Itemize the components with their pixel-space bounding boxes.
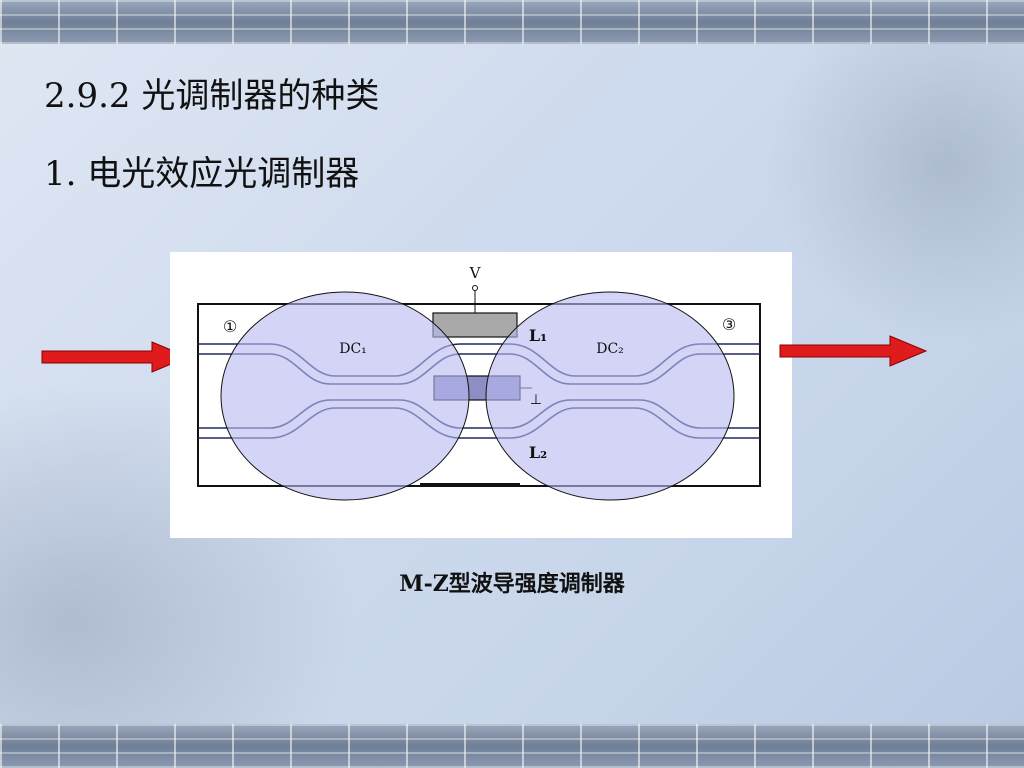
voltage-label: V [469,264,482,282]
top-border-band [0,0,1024,44]
output-arrow-icon [779,335,928,367]
figure-caption: M-Z型波导强度调制器 [399,571,625,597]
input-arrow-icon [41,341,190,373]
mz-modulator-diagram: V ① ③ DC₁ DC₂ L₁ L₂ ⊥ [170,252,792,538]
background-wall-decoration [764,44,1024,344]
coupler-dc1-label: DC₁ [339,341,367,357]
bottom-border-band [0,724,1024,768]
arm-l2-label: L₂ [529,443,547,462]
coupler-dc2-label: DC₂ [596,341,624,357]
diagram-canvas: V ① ③ DC₁ DC₂ L₁ L₂ ⊥ [197,264,761,501]
coupler-dc1 [220,291,470,501]
arm-l1-label: L₁ [529,326,547,345]
top-electrode [432,312,518,338]
output-port-label: ③ [722,315,736,334]
input-port-label: ① [223,317,237,336]
ground-symbol-icon: ⊥ [530,392,542,408]
coupler-dc2 [485,291,735,501]
voltage-terminal-icon [472,285,478,291]
section-title: 2.9.2 光调制器的种类 [44,76,380,116]
subsection-title: 1. 电光效应光调制器 [44,154,360,194]
